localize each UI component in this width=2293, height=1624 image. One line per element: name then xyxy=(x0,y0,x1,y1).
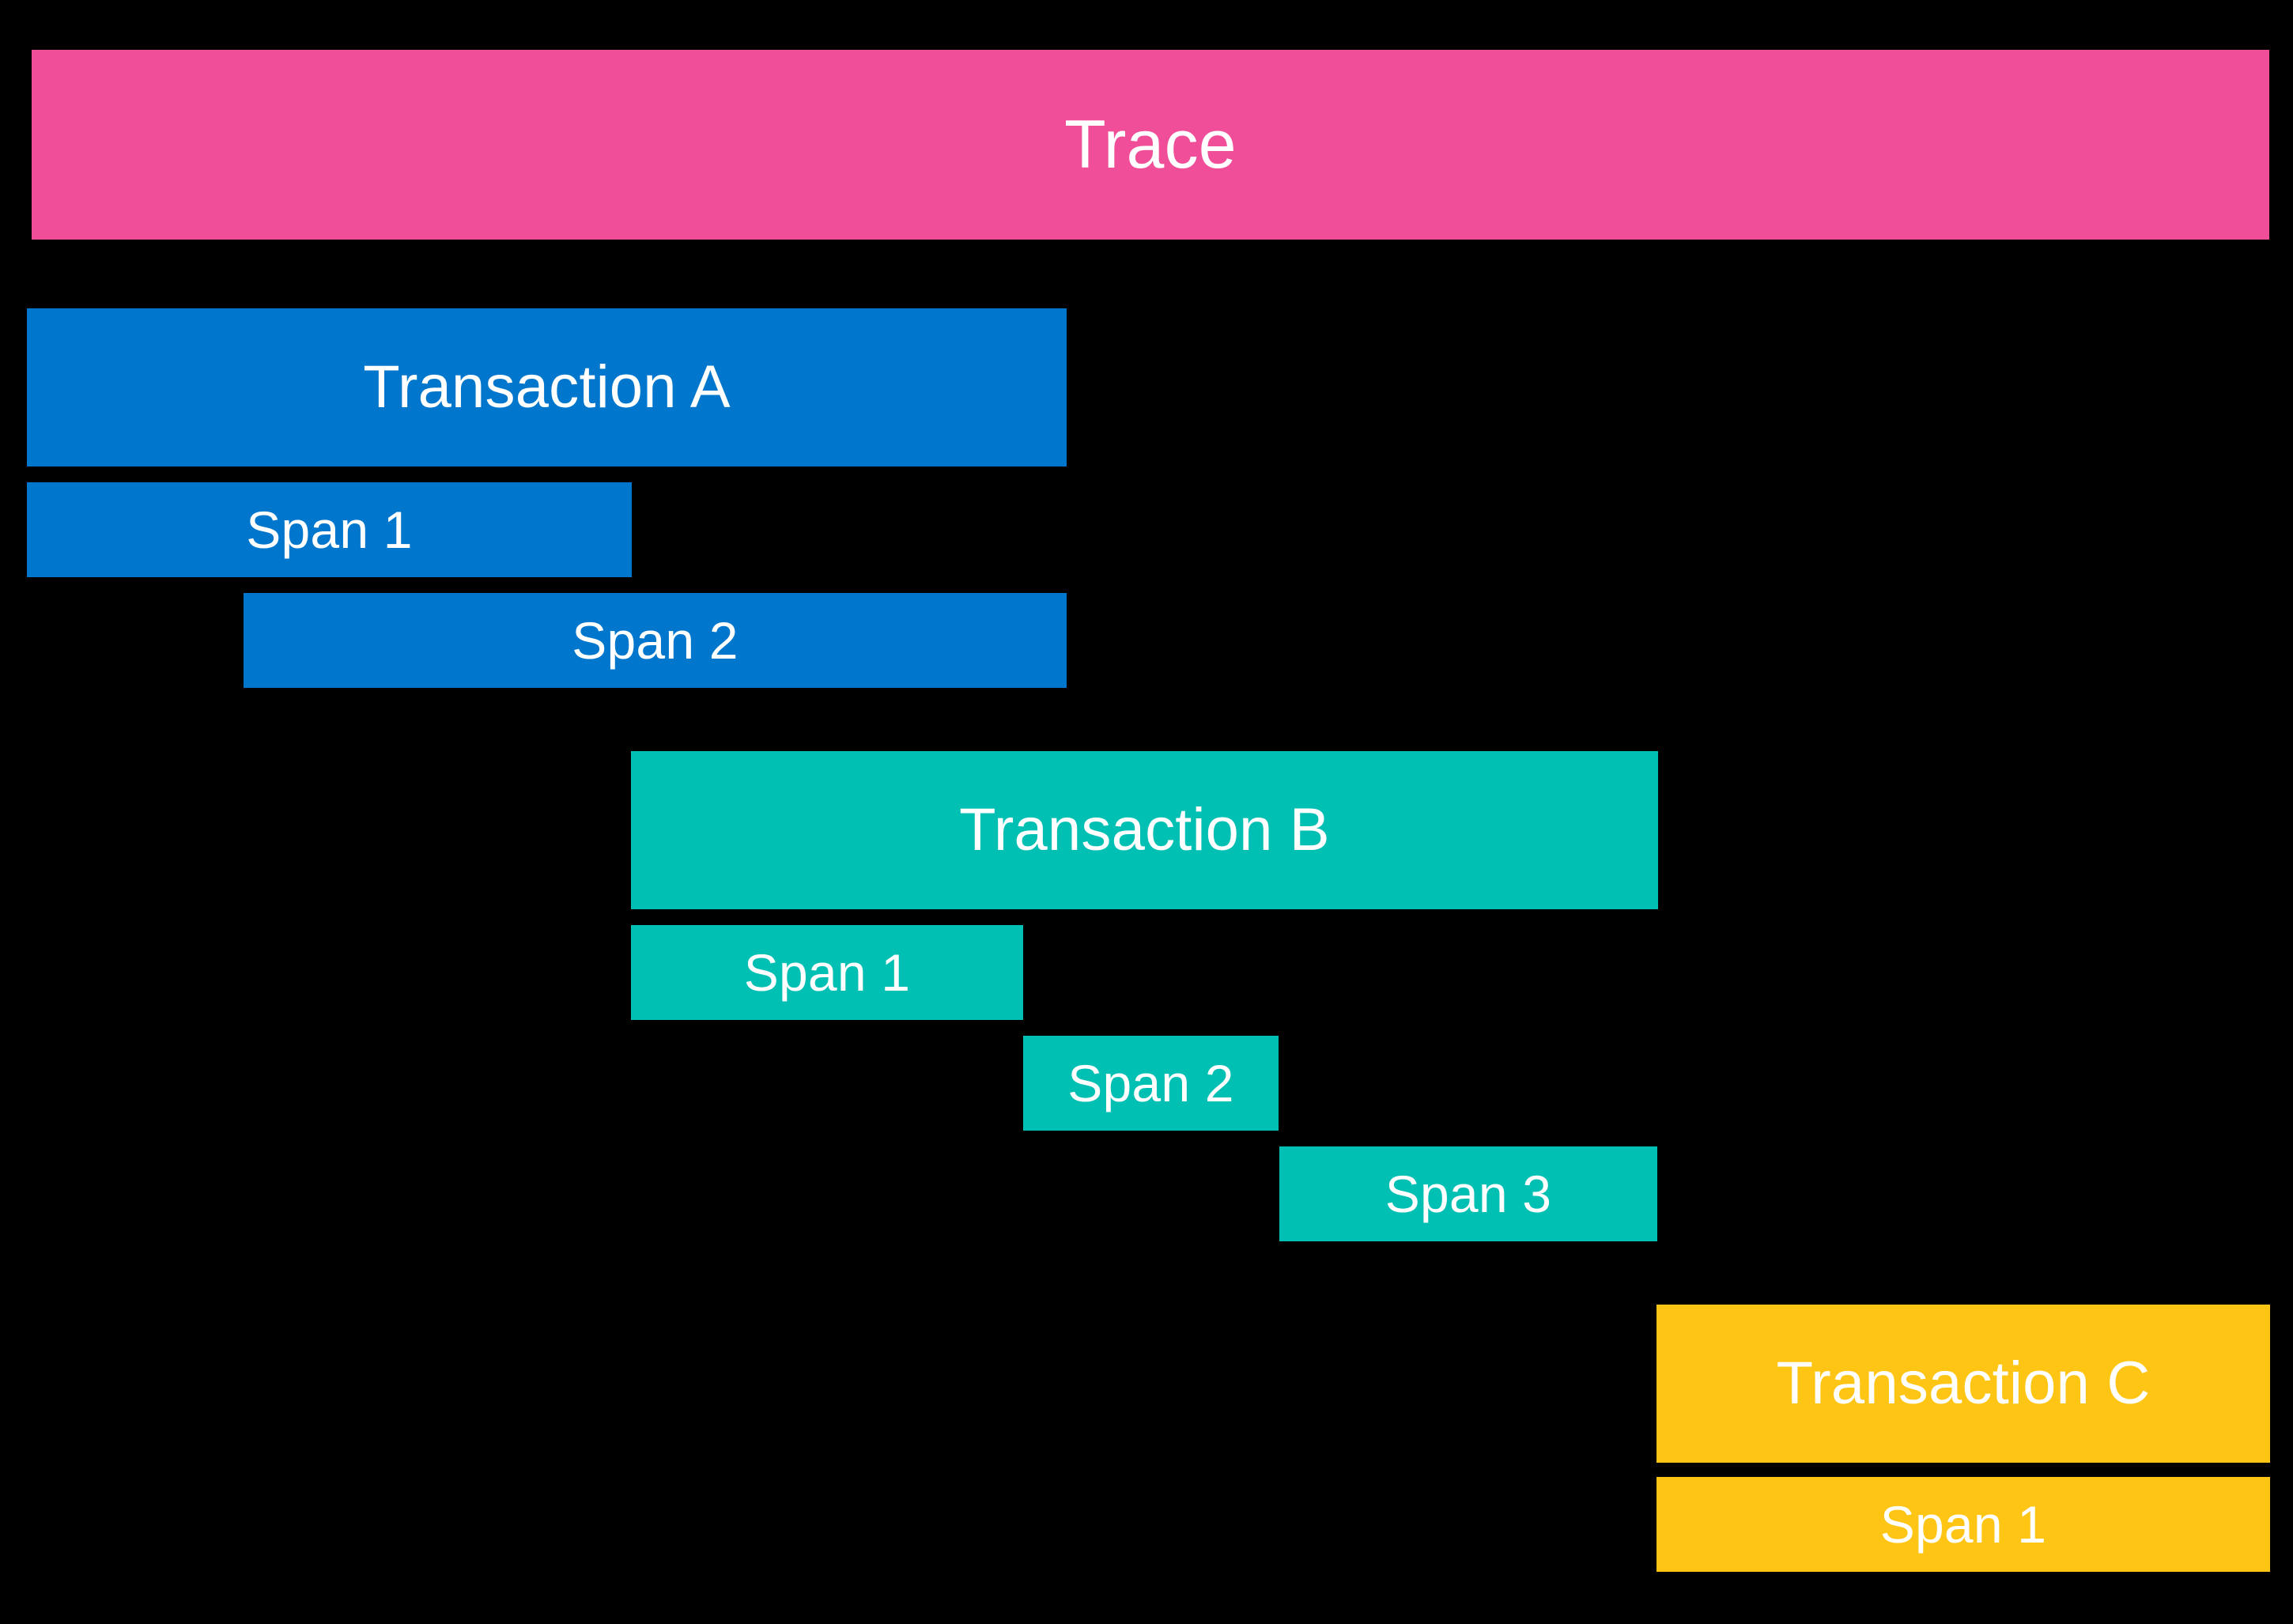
bar-transaction-a-span-1: Span 1 xyxy=(27,482,632,577)
bar-transaction-b-span-2: Span 2 xyxy=(1023,1036,1279,1131)
transaction-b-span-3-label: Span 3 xyxy=(1384,1165,1552,1223)
bar-transaction-c: Transaction C xyxy=(1656,1305,2270,1463)
bar-transaction-b-span-1: Span 1 xyxy=(631,925,1023,1020)
bar-trace: Trace xyxy=(32,50,2269,240)
transaction-b-label: Transaction B xyxy=(959,796,1330,863)
bar-transaction-a: Transaction A xyxy=(27,308,1067,466)
transaction-b-span-2-label: Span 2 xyxy=(1067,1054,1234,1112)
bar-transaction-b-span-3: Span 3 xyxy=(1279,1146,1657,1241)
transaction-a-span-2-label: Span 2 xyxy=(572,611,739,670)
trace-label: Trace xyxy=(1064,107,1237,183)
bar-transaction-c-span-1: Span 1 xyxy=(1656,1477,2270,1572)
transaction-a-label: Transaction A xyxy=(363,353,731,421)
bar-transaction-a-span-2: Span 2 xyxy=(244,593,1067,688)
transaction-c-label: Transaction C xyxy=(1776,1350,2151,1417)
transaction-c-span-1-label: Span 1 xyxy=(1879,1495,2047,1554)
bar-transaction-b: Transaction B xyxy=(631,751,1658,909)
transaction-a-span-1-label: Span 1 xyxy=(246,500,413,559)
transaction-b-span-1-label: Span 1 xyxy=(743,943,911,1002)
